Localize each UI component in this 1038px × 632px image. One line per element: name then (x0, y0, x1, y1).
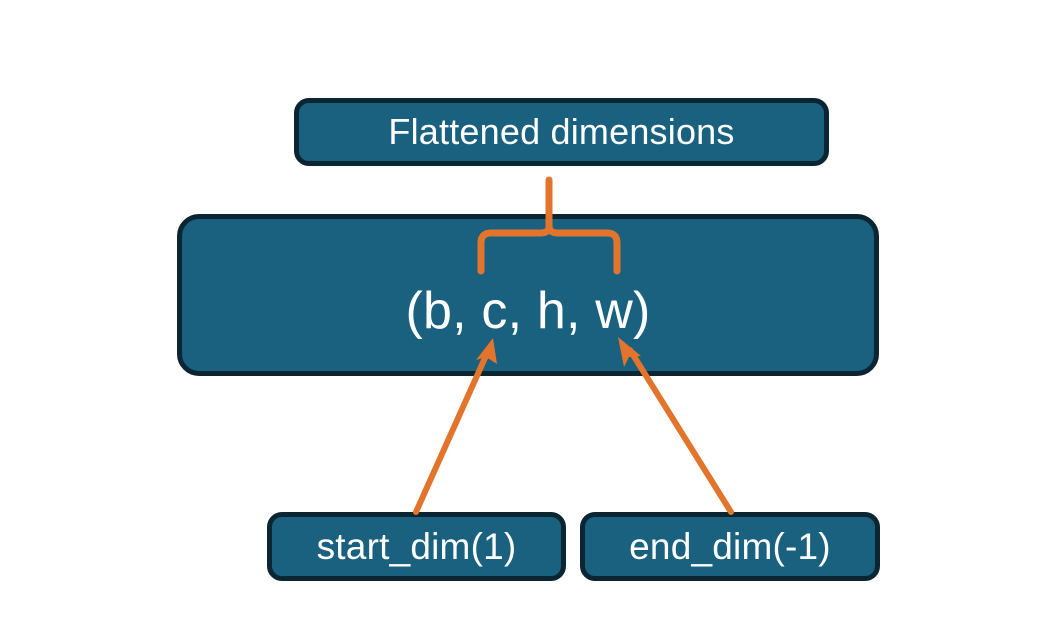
end-dim-label: end_dim(-1) (629, 526, 831, 567)
start-dim-node[interactable]: start_dim(1) (267, 512, 566, 581)
tensor-shape-node[interactable]: (b, c, h, w) (177, 214, 879, 376)
flattened-dimensions-label: Flattened dimensions (388, 111, 735, 152)
start-dim-label: start_dim(1) (316, 526, 517, 567)
flattened-dimensions-node[interactable]: Flattened dimensions (294, 98, 829, 166)
end-dim-node[interactable]: end_dim(-1) (580, 512, 880, 581)
tensor-shape-label: (b, c, h, w) (405, 282, 651, 340)
